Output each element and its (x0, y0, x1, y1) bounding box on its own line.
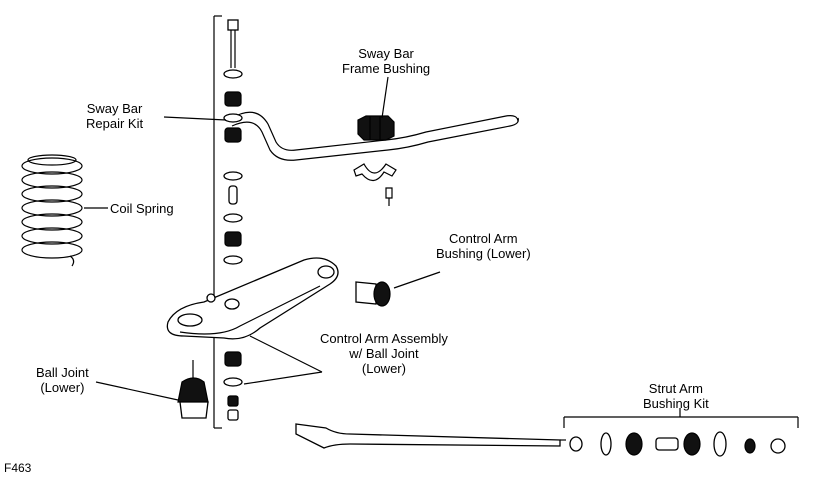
label-line: Control Arm Assembly (320, 331, 448, 346)
label-line: Sway Bar (86, 101, 143, 116)
control-arm (166, 257, 339, 340)
label-line: Sway Bar (358, 46, 414, 61)
strut-bushing-kit-bracket (563, 408, 799, 428)
control-arm-bushing (355, 281, 391, 307)
repair-kit-parts (223, 19, 243, 421)
strut-bushing-kit-parts (569, 431, 786, 457)
control-arm-leader-1 (249, 335, 323, 373)
label-line: Frame Bushing (342, 61, 431, 76)
control-arm-leader-2 (243, 371, 323, 385)
label-line: Bushing Kit (643, 396, 709, 411)
label-line: Coil Spring (110, 201, 174, 216)
label-line: (Lower) (361, 361, 406, 376)
label-control-arm-assembly: Control Arm Assembly w/ Ball Joint (Lowe… (320, 331, 448, 376)
figure-id: F463 (4, 461, 32, 475)
label-line: w/ Ball Joint (349, 346, 419, 361)
label-line: Repair Kit (86, 116, 144, 131)
label-line: Strut Arm (648, 381, 703, 396)
ball-joint (177, 360, 209, 419)
label-strut-arm-bushing-kit: Strut Arm Bushing Kit (643, 381, 709, 411)
repair-kit-bracket (213, 15, 222, 429)
label-coil-spring: Coil Spring (110, 201, 174, 216)
frame-bushing-bracket (353, 163, 397, 206)
label-control-arm-bushing: Control Arm Bushing (Lower) (436, 231, 531, 261)
strut-arm (295, 423, 566, 449)
ball-joint-leader (95, 381, 179, 401)
label-sway-bar-frame-bushing: Sway Bar Frame Bushing (342, 46, 430, 76)
label-sway-bar-repair-kit: Sway Bar Repair Kit (86, 101, 143, 131)
frame-bushing-leader (381, 76, 389, 119)
label-line: Control Arm (449, 231, 518, 246)
label-line: Bushing (Lower) (436, 246, 531, 261)
sway-bar (231, 111, 519, 161)
label-line: Ball Joint (36, 365, 89, 380)
frame-bushing (357, 115, 395, 141)
label-line: (Lower) (40, 380, 85, 395)
coil-spring (21, 154, 83, 267)
repair-kit-leader (163, 116, 227, 121)
control-arm-bushing-leader (393, 271, 441, 289)
label-ball-joint: Ball Joint (Lower) (36, 365, 89, 395)
